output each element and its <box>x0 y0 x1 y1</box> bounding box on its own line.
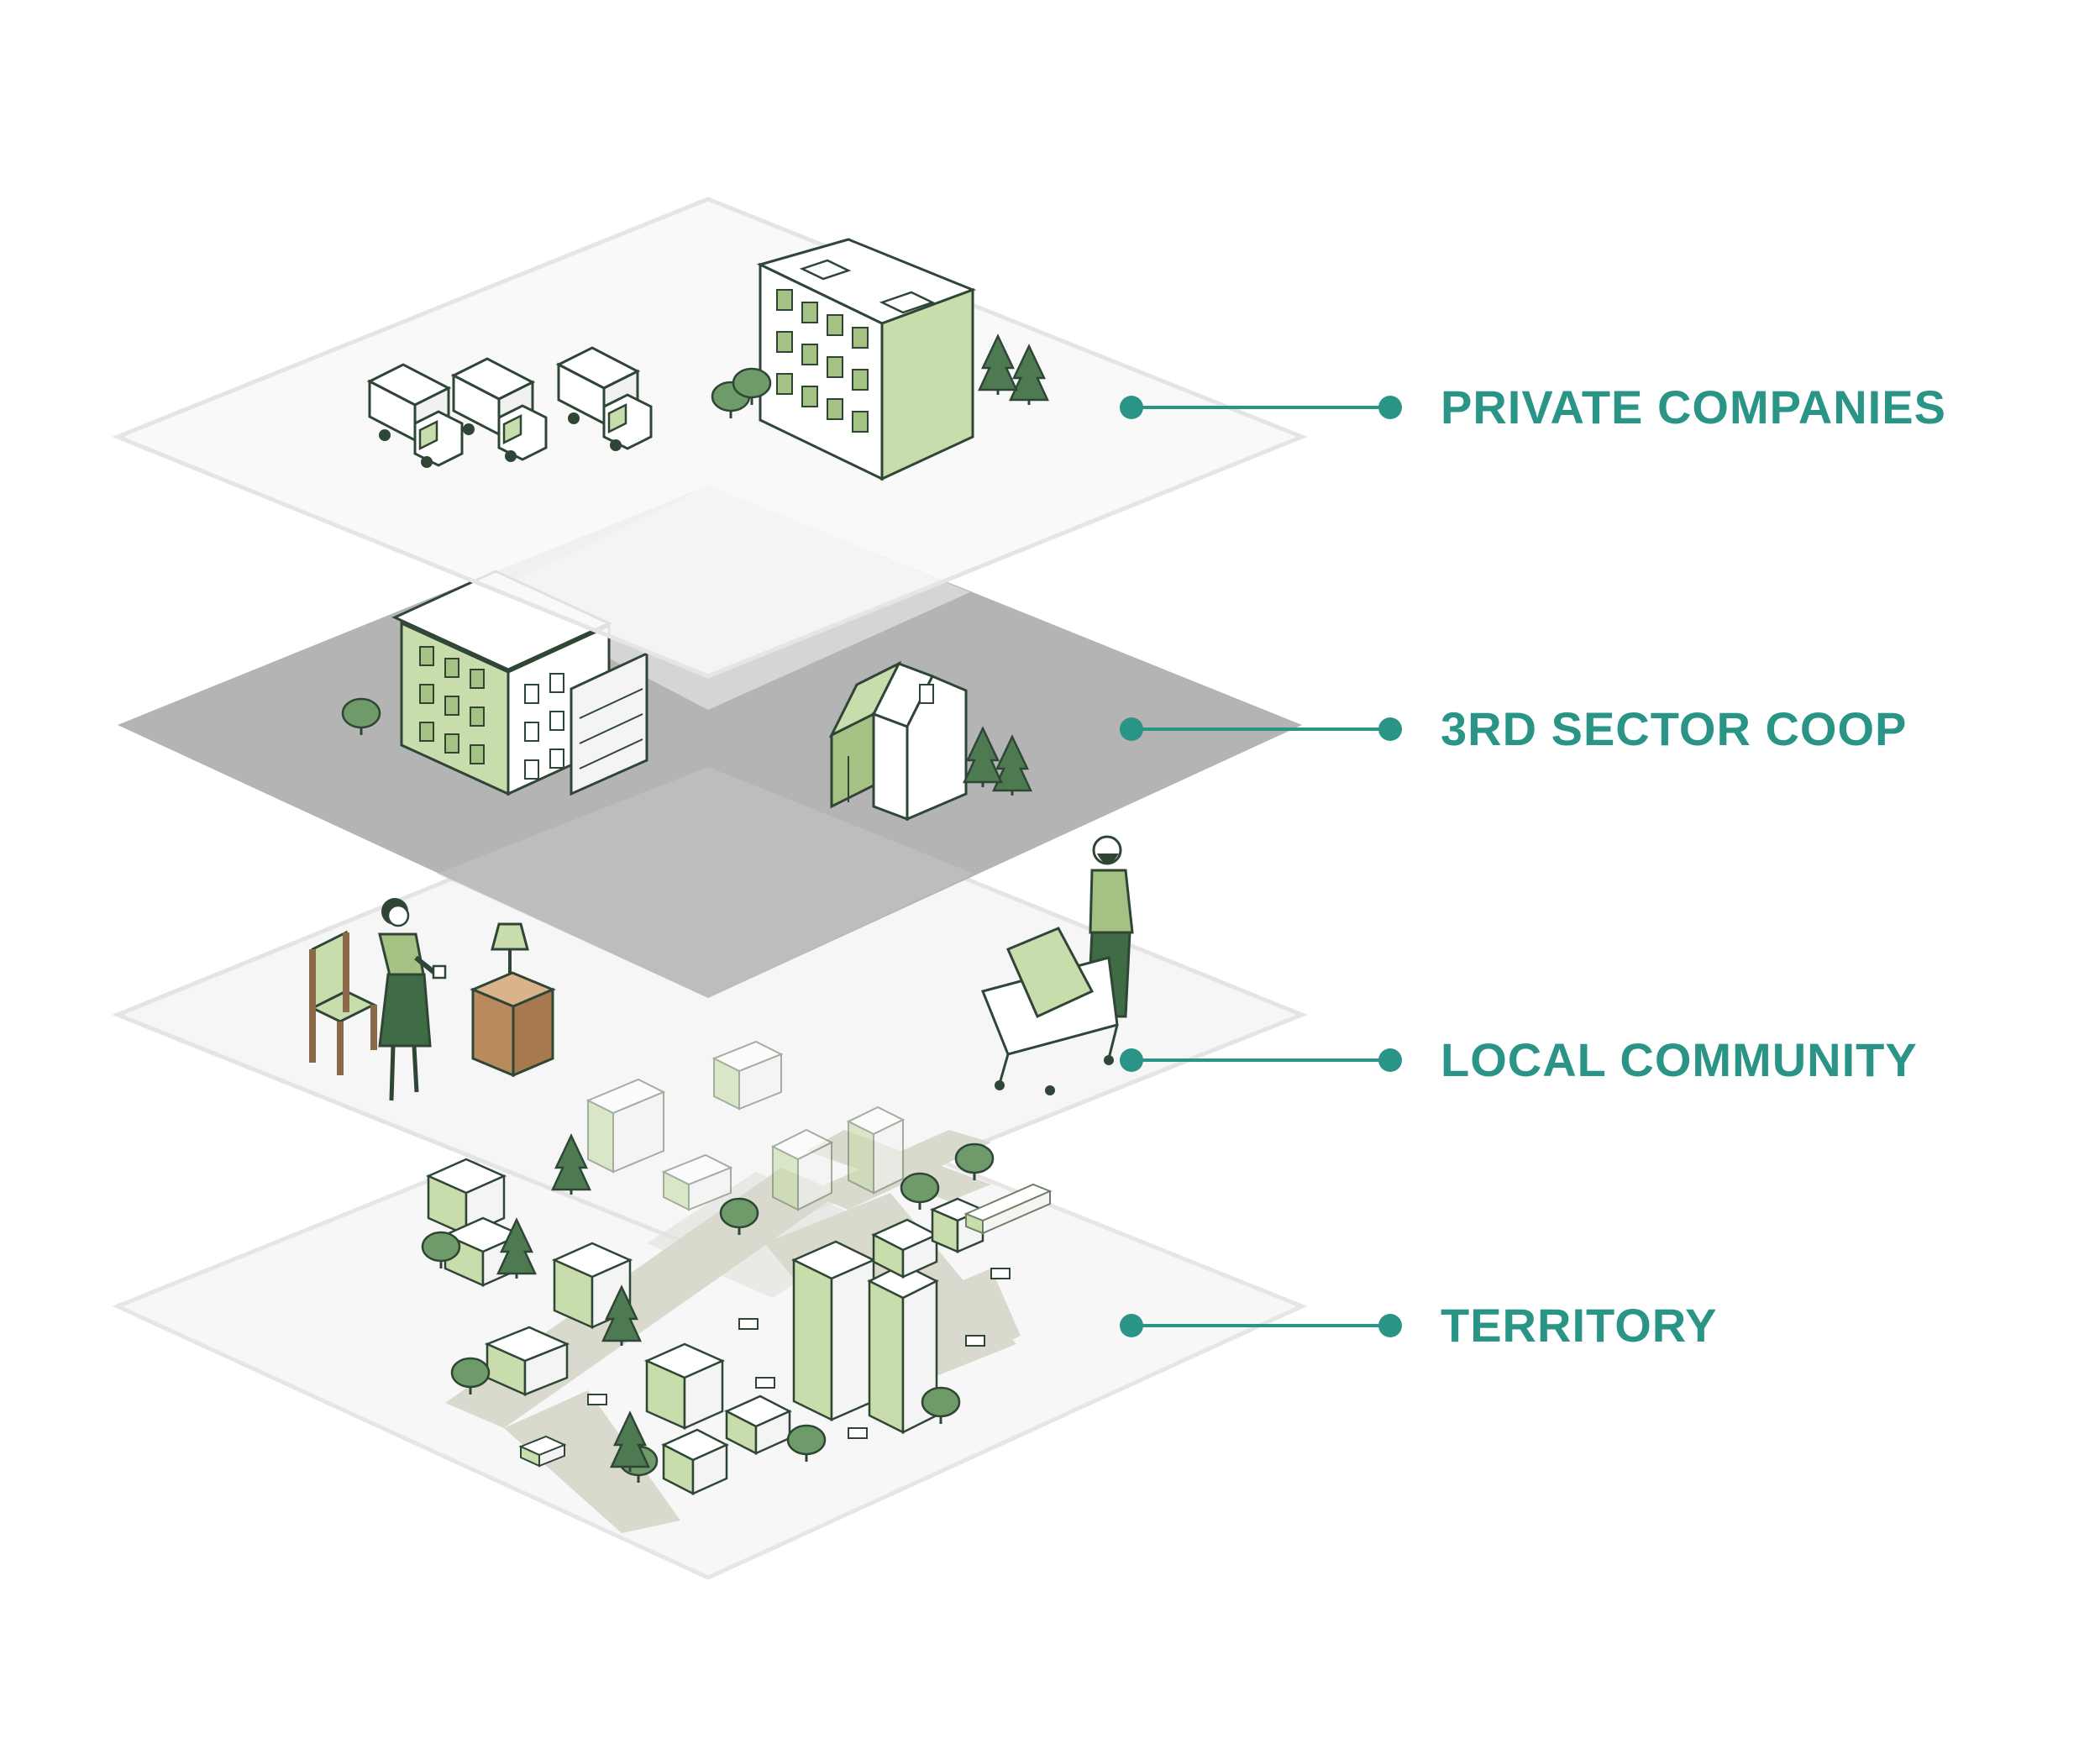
city-block-icon <box>421 1040 1053 1533</box>
residential-building-icon <box>391 570 648 796</box>
label-3rd-sector-coop: 3RD SECTOR COOP <box>1441 702 1908 755</box>
private-plane <box>112 197 1308 679</box>
territory-connector <box>1120 1314 1402 1337</box>
coop-connector <box>1120 717 1402 741</box>
label-local-community: LOCAL COMMUNITY <box>1441 1033 1918 1086</box>
apartment-building-icon <box>756 238 977 481</box>
private-connector <box>1120 396 1402 419</box>
man-with-cart-icon <box>980 835 1134 1095</box>
bus-icon <box>518 1435 567 1468</box>
side-cabinet-icon <box>470 971 556 1078</box>
woman-with-cup-icon <box>378 898 447 1101</box>
label-territory: TERRITORY <box>1441 1299 1718 1352</box>
train-icon <box>963 1183 1053 1235</box>
house-icon <box>828 660 968 822</box>
label-private-companies: PRIVATE COMPANIES <box>1441 381 1946 433</box>
chair-icon <box>309 930 377 1075</box>
car-icon <box>587 1268 1011 1439</box>
community-connector <box>1120 1048 1402 1072</box>
